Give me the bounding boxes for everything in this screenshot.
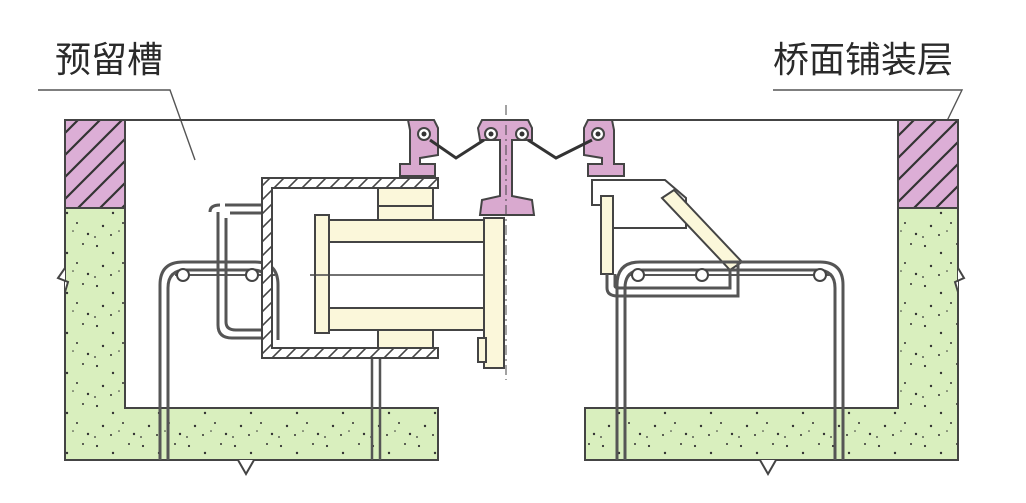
left-edge-profile xyxy=(399,119,439,177)
right-bottom-break-mark xyxy=(759,459,777,477)
right-edge-profile xyxy=(583,119,625,177)
right-anchor-assembly xyxy=(591,179,845,460)
left-anchor-box xyxy=(261,177,505,369)
center-support-plate xyxy=(483,217,505,369)
right-rebar-node xyxy=(813,268,827,282)
right-concrete xyxy=(584,207,959,461)
left-paving-layer xyxy=(64,119,126,209)
right-block xyxy=(584,119,966,477)
right-slide-box xyxy=(591,179,687,229)
leader-line-right xyxy=(773,89,964,126)
left-anchor-rod-upper xyxy=(328,219,485,243)
left-block xyxy=(56,119,439,477)
left-break-mark xyxy=(56,267,70,293)
left-bottom-break-mark xyxy=(237,459,255,477)
left-rebars xyxy=(158,203,382,460)
label-deck-paving: 桥面铺装层 xyxy=(773,40,953,81)
right-rebar-loop xyxy=(615,260,845,460)
label-reserved-slot: 预留槽 xyxy=(55,40,163,81)
left-rebar-node xyxy=(176,268,190,282)
left-rebar-node xyxy=(245,268,259,282)
right-paving-layer xyxy=(897,119,959,209)
right-rebar-node xyxy=(695,268,709,282)
right-rebar-node xyxy=(631,268,645,282)
leader-line-left xyxy=(38,89,196,161)
right-rubber-seal xyxy=(527,138,593,160)
right-break-mark xyxy=(953,267,966,293)
seal-profiles xyxy=(399,105,625,380)
left-rubber-seal xyxy=(429,138,485,160)
right-vertical-plate xyxy=(600,195,614,275)
left-box-frame xyxy=(261,177,439,359)
left-anchor-rod-lower xyxy=(328,307,485,331)
left-anchor-plate xyxy=(314,214,330,334)
right-inclined-plate xyxy=(660,188,744,272)
